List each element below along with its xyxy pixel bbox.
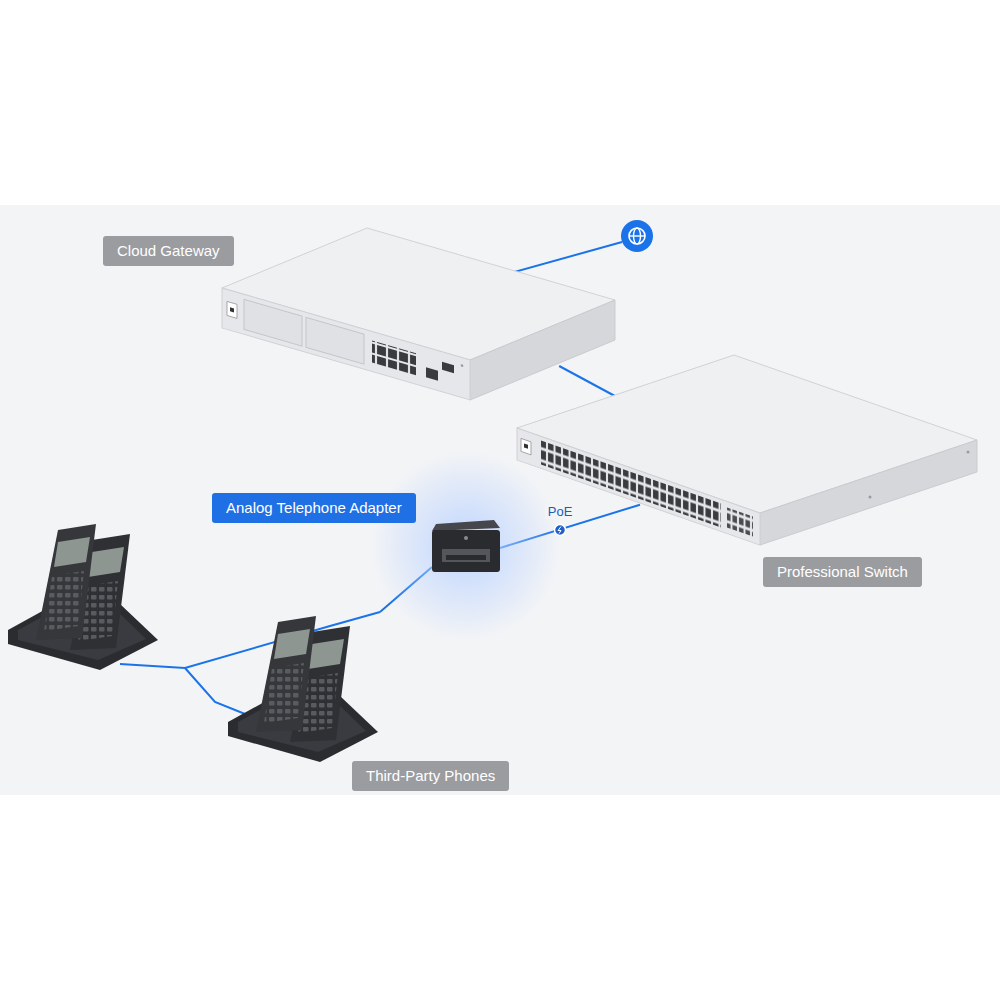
sfp-ports <box>727 508 753 537</box>
handset-screen <box>308 639 344 669</box>
phone-wire <box>185 668 250 716</box>
power-pin <box>230 307 234 312</box>
handset-body <box>256 616 316 732</box>
device-node: Analog Telephone Adapter <box>432 522 500 572</box>
power-pin <box>524 443 528 448</box>
sfp-port <box>442 362 454 373</box>
screw <box>461 364 464 367</box>
ata-top <box>432 520 500 531</box>
cloud-gateway-illustration <box>222 228 615 400</box>
gateway-front <box>222 288 470 400</box>
device-label: Cloud Gateway <box>117 242 220 259</box>
screw <box>967 451 970 454</box>
label-pill: Analog Telephone Adapter <box>212 493 416 523</box>
drive-bay <box>244 299 302 346</box>
globe-icon <box>621 220 653 252</box>
ata-illustration <box>432 520 500 572</box>
handset-body <box>36 524 96 640</box>
drive-bay <box>306 317 364 364</box>
handset-keypad <box>44 571 84 631</box>
handset-keypad <box>264 663 304 723</box>
handset <box>36 524 96 640</box>
ata-led <box>464 536 468 540</box>
globe-outline <box>629 228 645 244</box>
device-node: Professional Switch <box>640 415 977 545</box>
poe-bolt <box>558 527 561 534</box>
switch-side <box>760 440 977 545</box>
poe-dot <box>555 525 566 536</box>
device-node: Third-Party Phones <box>10 520 380 750</box>
power-inlet <box>521 438 531 455</box>
globe-equator <box>629 235 645 236</box>
screw <box>869 496 872 499</box>
gateway-side <box>470 300 615 400</box>
label-pill: Cloud Gateway <box>103 236 234 266</box>
phone-illustration <box>228 616 378 762</box>
device-label: Third-Party Phones <box>366 767 495 784</box>
edge-label: PoE <box>548 504 573 519</box>
ethernet-ports <box>541 440 721 527</box>
globe-disc <box>621 220 653 252</box>
power-inlet <box>227 301 237 318</box>
phone-illustration <box>8 524 158 670</box>
ethernet-ports <box>372 341 416 376</box>
handset-screen <box>274 629 310 659</box>
ata-slot <box>446 555 486 560</box>
handset-screen <box>54 537 90 567</box>
device-label: Professional Switch <box>777 563 908 580</box>
sfp-port <box>426 367 438 380</box>
device-label: Analog Telephone Adapter <box>226 499 402 516</box>
label-pill: Third-Party Phones <box>352 761 509 791</box>
device-node: Cloud Gateway <box>222 228 615 366</box>
uplink-wire <box>500 242 622 276</box>
ata-front <box>432 530 500 572</box>
handset <box>256 616 316 732</box>
professional-switch-illustration <box>517 355 977 545</box>
ata-panel <box>442 549 490 562</box>
handset-screen <box>88 547 124 577</box>
gateway-front-face <box>222 288 470 400</box>
highlight-glow <box>371 451 561 641</box>
edge-label-patch: PoE <box>545 504 576 519</box>
label-pill: Professional Switch <box>763 557 922 587</box>
